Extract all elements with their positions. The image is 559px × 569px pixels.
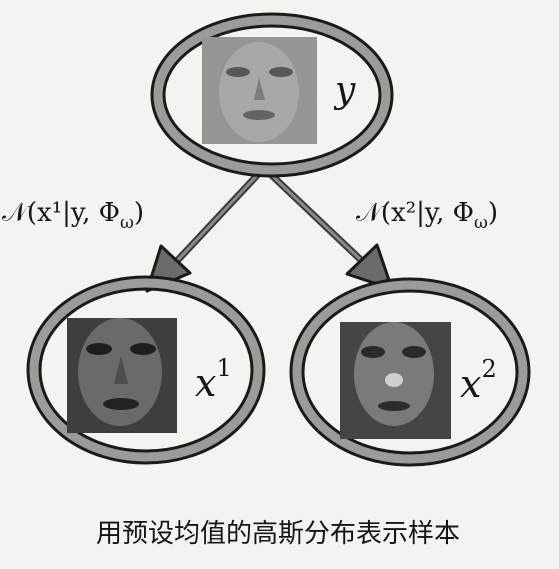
node-left-label: x1 bbox=[195, 354, 232, 405]
edge-right-label: 𝒩(x²|y, Φω) bbox=[356, 198, 498, 233]
diagram-caption: 用预设均值的高斯分布表示样本 bbox=[96, 519, 460, 549]
edge-root-to-right bbox=[260, 164, 394, 291]
node-root-label: y bbox=[333, 70, 356, 111]
face-photo-icon bbox=[202, 37, 317, 144]
node-right-label: x2 bbox=[460, 355, 497, 406]
node-root: y bbox=[150, 12, 394, 178]
edge-root-to-left bbox=[145, 164, 268, 293]
node-right: x2 bbox=[289, 277, 531, 467]
face-photo-icon bbox=[67, 318, 177, 433]
edge-left-label: 𝒩(x¹|y, Φω) bbox=[2, 198, 144, 233]
face-photo-icon bbox=[340, 322, 451, 439]
arrowhead-right-icon bbox=[345, 243, 394, 291]
node-left: x1 bbox=[26, 275, 266, 465]
